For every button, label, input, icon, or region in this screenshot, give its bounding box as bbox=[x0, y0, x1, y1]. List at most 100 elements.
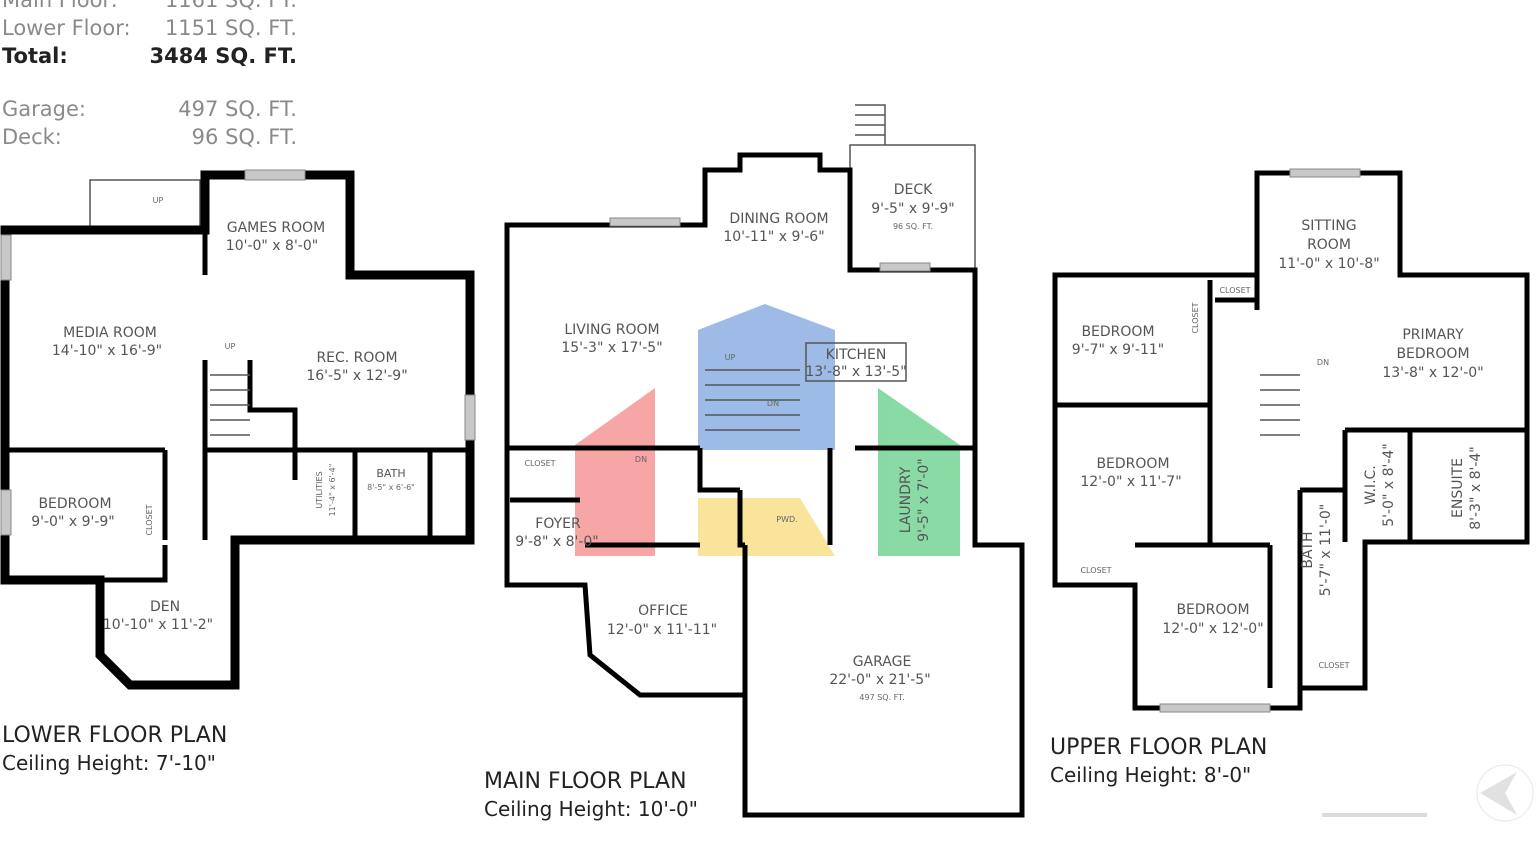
lower-floor-plan: GAMES ROOM 10'-0" x 8'-0" MEDIA ROOM 14'… bbox=[0, 169, 476, 775]
main-interior-walls bbox=[507, 445, 975, 700]
room-name: PRIMARY bbox=[1402, 327, 1464, 343]
area-value: 1151 SQ. FT. bbox=[164, 16, 297, 40]
stairs bbox=[1260, 374, 1300, 436]
ceiling-height: Ceiling Height: 7'-10" bbox=[2, 751, 216, 775]
logo-blue-segment bbox=[698, 304, 835, 450]
room-size: 14'-10" x 16'-9" bbox=[52, 343, 162, 359]
window bbox=[244, 169, 306, 181]
exterior-stairs bbox=[89, 179, 201, 231]
plan-title: LOWER FLOOR PLAN bbox=[2, 723, 227, 748]
room-size: 9'-5" x 9'-9" bbox=[871, 201, 955, 217]
room-name: BATH bbox=[1300, 531, 1316, 568]
room-name: BEDROOM bbox=[1396, 346, 1469, 362]
stair-label: DN bbox=[767, 399, 779, 408]
logo-yellow-segment bbox=[698, 498, 835, 556]
room-size: 13'-8" x 12'-0" bbox=[1382, 365, 1483, 381]
room-size: 9'-5" x 7'-0" bbox=[916, 458, 932, 542]
area-value: 96 SQ. FT. bbox=[191, 125, 297, 149]
room-size: 11'-4" x 6'-4" bbox=[328, 464, 337, 517]
room-size: 5'-0" x 8'-4" bbox=[1381, 443, 1397, 527]
area-row-garage: Garage:497 SQ. FT. bbox=[2, 95, 297, 123]
upper-interior-walls bbox=[1055, 275, 1527, 688]
room-name: DEN bbox=[150, 599, 180, 615]
closet-label: CLOSET bbox=[145, 504, 154, 535]
room-name: FOYER bbox=[535, 516, 581, 532]
room-name: REC. ROOM bbox=[316, 350, 397, 366]
room-name: ROOM bbox=[1307, 237, 1351, 253]
room-area: 96 SQ. FT. bbox=[893, 222, 933, 231]
area-row-deck: Deck: 96 SQ. FT. bbox=[2, 123, 297, 151]
room-name: W.I.C. bbox=[1363, 465, 1379, 505]
logo-red-segment bbox=[575, 388, 655, 556]
room-name: GAMES ROOM bbox=[227, 220, 326, 236]
room-name: OFFICE bbox=[638, 603, 688, 619]
closet-label: CLOSET bbox=[1219, 286, 1250, 295]
window bbox=[1159, 703, 1271, 713]
room-name: GARAGE bbox=[853, 654, 912, 670]
room-size: 10'-11" x 9'-6" bbox=[723, 229, 824, 245]
stair-label: UP bbox=[225, 342, 236, 351]
room-name: SITTING bbox=[1301, 218, 1356, 234]
closet-label: CLOSET bbox=[1191, 302, 1200, 333]
room-name: BATH bbox=[376, 467, 405, 480]
room-size: 15'-3" x 17'-5" bbox=[561, 340, 662, 356]
stair-label: UP bbox=[725, 353, 736, 362]
room-size: 8'-3" x 8'-4" bbox=[1468, 446, 1484, 530]
room-name: MEDIA ROOM bbox=[63, 325, 157, 341]
upper-exterior-wall bbox=[1052, 170, 1530, 711]
window bbox=[0, 489, 12, 536]
room-size: 22'-0" x 21'-5" bbox=[829, 672, 930, 688]
area-label: Main Floor: bbox=[2, 0, 118, 12]
lower-interior-walls bbox=[5, 230, 470, 583]
stair-label: DN bbox=[1317, 358, 1329, 367]
upper-floor-plan: SITTING ROOM 11'-0" x 10'-8" BEDROOM 9'-… bbox=[1050, 168, 1530, 787]
area-label: Total: bbox=[2, 44, 68, 68]
room-size: 10'-0" x 8'-0" bbox=[226, 238, 318, 254]
stairs bbox=[210, 374, 250, 436]
room-size: 12'-0" x 12'-0" bbox=[1162, 621, 1263, 637]
logo-green-segment bbox=[878, 388, 960, 556]
room-area: 497 SQ. FT. bbox=[859, 693, 904, 702]
room-size: 13'-8" x 13'-5" bbox=[805, 364, 906, 380]
room-size: 10'-10" x 11'-2" bbox=[103, 617, 213, 633]
powder-room-label: PWD. bbox=[776, 515, 797, 524]
room-size: 9'-8" x 8'-0" bbox=[515, 534, 599, 550]
room-size: 8'-5" x 6'-6" bbox=[367, 483, 415, 492]
north-arrow-icon bbox=[1476, 764, 1534, 822]
room-size: 5'-7" x 11'-0" bbox=[1318, 504, 1334, 596]
area-row-main: Main Floor:1161 SQ. FT. bbox=[2, 0, 297, 14]
logo-watermark bbox=[575, 304, 960, 556]
scale-bar-icon bbox=[1322, 813, 1427, 817]
closet-label: CLOSET bbox=[1080, 566, 1111, 575]
window bbox=[464, 394, 476, 441]
room-name: DINING ROOM bbox=[729, 211, 828, 227]
room-size: 12'-0" x 11'-11" bbox=[607, 622, 717, 638]
room-name: DECK bbox=[894, 182, 933, 198]
plan-title: MAIN FLOOR PLAN bbox=[484, 769, 687, 794]
window bbox=[1289, 168, 1361, 178]
stair-label: UP bbox=[153, 196, 164, 205]
stair-label: DN bbox=[635, 455, 647, 464]
room-size: 9'-7" x 9'-11" bbox=[1072, 342, 1164, 358]
deck-stairs bbox=[855, 104, 886, 145]
area-summary: Main Floor:1161 SQ. FT. Lower Floor:1151… bbox=[2, 0, 297, 151]
kitchen-label-box bbox=[805, 342, 907, 382]
room-name: BEDROOM bbox=[1096, 456, 1169, 472]
area-label: Deck: bbox=[2, 125, 62, 149]
room-name: BEDROOM bbox=[38, 496, 111, 512]
main-exterior-wall bbox=[504, 152, 1025, 818]
room-name: ENSUITE bbox=[1450, 458, 1466, 518]
stairs bbox=[705, 369, 800, 431]
room-size: 16'-5" x 12'-9" bbox=[306, 368, 407, 384]
window bbox=[609, 217, 681, 227]
plan-title: UPPER FLOOR PLAN bbox=[1050, 735, 1267, 760]
room-size: 11'-0" x 10'-8" bbox=[1278, 256, 1379, 272]
window bbox=[0, 234, 12, 281]
main-floor-plan: DINING ROOM 10'-11" x 9'-6" DECK 9'-5" x… bbox=[484, 104, 1025, 821]
room-name: UTILITIES bbox=[315, 471, 324, 508]
area-value: 497 SQ. FT. bbox=[178, 97, 297, 121]
ceiling-height: Ceiling Height: 8'-0" bbox=[1050, 763, 1251, 787]
closet-label: CLOSET bbox=[1318, 661, 1349, 670]
closet-label: CLOSET bbox=[524, 459, 555, 468]
